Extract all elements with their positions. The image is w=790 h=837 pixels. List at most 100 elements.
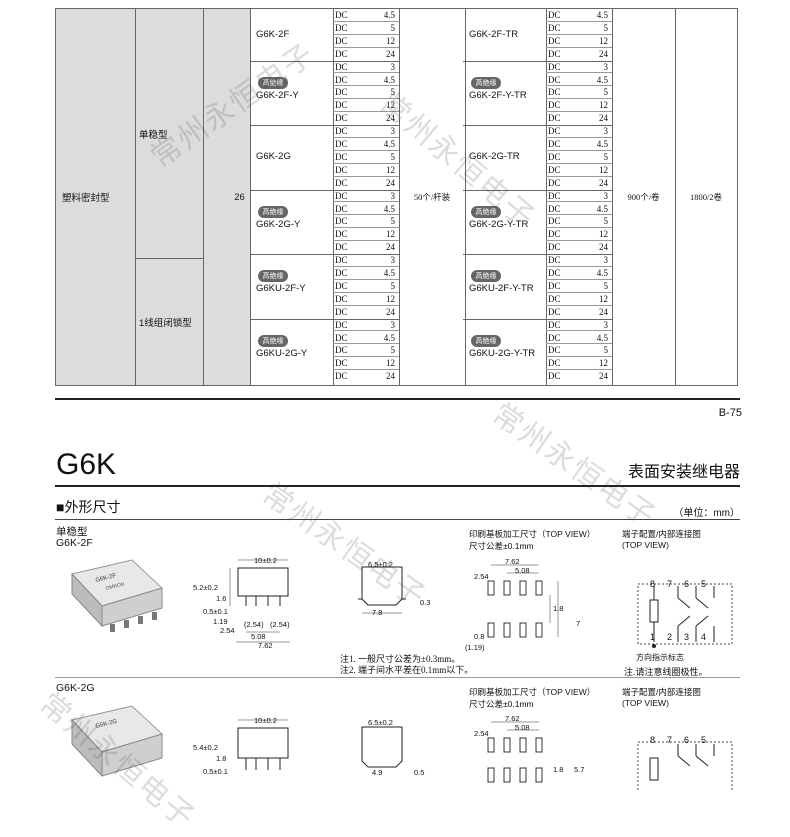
subtype-monostable-cell: 单稳型 xyxy=(135,9,203,258)
voltage-dc-prefix: DC xyxy=(335,358,348,369)
section-rule xyxy=(55,519,740,520)
table-bottom-rule xyxy=(55,398,740,400)
g6k2g-terminal-diagram xyxy=(637,741,733,790)
model-name: G6KU-2G-Y-TR xyxy=(469,347,536,359)
voltage-dc-prefix: DC xyxy=(335,164,348,175)
model-block-divider xyxy=(250,254,399,256)
unit-label: （单位：mm） xyxy=(673,508,740,519)
direction-mark-label: 方向指示标志 xyxy=(636,653,684,662)
voltage-dc-prefix: DC xyxy=(548,255,561,266)
voltage-value: 4.5 xyxy=(596,10,608,20)
pin-1: 1 xyxy=(650,632,656,642)
voltage-dc-prefix: DC xyxy=(335,319,348,330)
g6k2g-model-label: G6K-2G xyxy=(56,682,95,694)
pin-6: 6 xyxy=(684,579,690,589)
voltage-dc-prefix: DC xyxy=(548,22,561,33)
voltage-dc-prefix: DC xyxy=(335,177,348,188)
voltage-dc-prefix: DC xyxy=(335,151,348,162)
model-name: G6KU-2F-Y-TR xyxy=(469,283,534,295)
voltage-value: 5 xyxy=(390,345,396,356)
voltage-value: 24 xyxy=(386,48,395,59)
voltage-dc-prefix: DC xyxy=(548,35,561,46)
voltage-dc-prefix: DC xyxy=(335,255,348,266)
voltage-value: 12 xyxy=(599,358,608,369)
voltage-dc-prefix: DC xyxy=(335,139,348,149)
series-model-title: G6K xyxy=(56,448,117,481)
voltage-value: 12 xyxy=(386,229,395,240)
g6k2f-side-view xyxy=(229,559,290,643)
pin-8: 8 xyxy=(650,735,656,745)
g6k2g-terminal-title: 端子配置/内部连接图 xyxy=(622,687,701,697)
dim-2f-end-7-8: 7.8 xyxy=(372,608,383,617)
high-insulation-badge: 高绝缘 xyxy=(258,270,288,283)
voltage-dc-prefix: DC xyxy=(548,151,561,162)
voltage-value: 12 xyxy=(386,293,395,304)
voltage-dc-prefix: DC xyxy=(548,268,561,278)
dim-2f-width: 10±0.2 xyxy=(254,556,277,565)
voltage-value: 24 xyxy=(386,306,395,317)
voltage-value: 12 xyxy=(386,35,395,46)
dim-2f-end-width: 6.5±0.2 xyxy=(368,560,393,569)
voltage-value: 3 xyxy=(603,61,609,72)
pin-4: 4 xyxy=(701,632,707,642)
voltage-value: 3 xyxy=(390,319,396,330)
category-label: 塑料密封型 xyxy=(62,193,110,204)
voltage-dc-prefix: DC xyxy=(335,280,348,291)
voltage-value: 3 xyxy=(603,255,609,266)
g6k2f-pcb-layout xyxy=(487,564,559,638)
voltage-dc-prefix: DC xyxy=(335,216,348,227)
model-block-divider xyxy=(463,254,612,256)
dim-pcb-2f-7: 7 xyxy=(576,619,581,628)
dim-2g-end-0-5: 0.5 xyxy=(414,768,425,777)
pack-reel-total-label: 1800/2卷 xyxy=(689,192,723,202)
model-name: G6K-2F-TR xyxy=(469,28,519,40)
voltage-value: 24 xyxy=(386,371,395,382)
g6k2f-type-label: 单稳型 xyxy=(56,526,88,538)
pack-reel-total-cell: 1800/2卷 xyxy=(675,9,737,385)
voltage-dc-prefix: DC xyxy=(548,48,561,59)
voltage-value: 24 xyxy=(599,113,608,124)
dim-2f-end-0-3: 0.3 xyxy=(420,598,431,607)
voltage-value: 4.5 xyxy=(596,332,608,343)
voltage-dc-prefix: DC xyxy=(335,332,348,343)
dim-pcb-2f-5-08: 5.08 xyxy=(515,566,530,575)
voltage-dc-prefix: DC xyxy=(335,242,348,253)
model-name: G6K-2G-Y xyxy=(256,218,301,230)
high-insulation-badge: 高绝缘 xyxy=(258,76,288,89)
voltage-value: 4.5 xyxy=(383,268,395,278)
pack-tube-label: 50个/杆装 xyxy=(413,192,451,202)
voltage-row: DC 3 xyxy=(546,254,612,267)
voltage-dc-prefix: DC xyxy=(335,190,348,201)
voltage-dc-prefix: DC xyxy=(548,229,561,240)
model-name: G6K-2G-TR xyxy=(469,151,520,163)
voltage-value: 12 xyxy=(386,358,395,369)
subtype-monostable-label: 单稳型 xyxy=(139,129,168,141)
voltage-value: 4.5 xyxy=(596,203,608,214)
high-insulation-badge: 高绝缘 xyxy=(471,76,501,89)
voltage-value: 3 xyxy=(390,61,396,72)
voltage-value: 24 xyxy=(386,177,395,188)
terminal-count-cell: 26 xyxy=(203,9,250,385)
pack-reel-cell: 900个/卷 xyxy=(612,9,675,385)
note-2: 注2. 端子间水平差在0.1mm以下。 xyxy=(340,665,474,675)
pack-tube-cell: 50个/杆装 xyxy=(399,9,465,385)
pin-2: 2 xyxy=(667,632,673,642)
voltage-value: 12 xyxy=(386,164,395,175)
voltage-value: 5 xyxy=(603,345,609,356)
g6k2g-relay-photo: G6K-2G xyxy=(71,705,163,778)
voltage-value: 12 xyxy=(599,100,608,111)
dim-pcb-2g-1-8: 1.8 xyxy=(553,765,564,774)
